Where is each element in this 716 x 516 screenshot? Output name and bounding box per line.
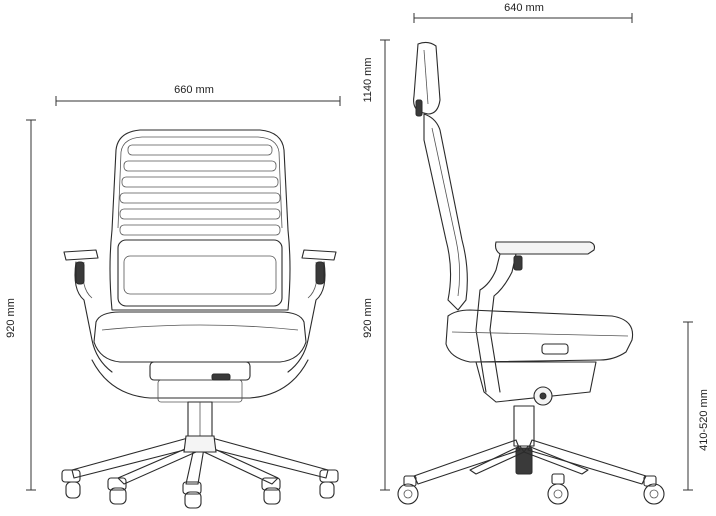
seat-cushion — [93, 311, 307, 363]
side-depth-label: 640 mm — [504, 2, 544, 14]
side-gas-column — [513, 405, 535, 447]
armrest-right — [287, 249, 337, 373]
backrest-frame — [109, 129, 291, 311]
armrest-left — [63, 249, 113, 373]
front-width-label: 660 mm — [174, 84, 214, 96]
side-height-headrest-label: 1140 mm — [362, 57, 374, 102]
headrest — [413, 41, 441, 115]
side-armrest — [475, 241, 596, 393]
side-seat — [445, 309, 634, 363]
dimension-seat-height: 410-520 mm — [683, 321, 710, 491]
casters-side — [397, 473, 665, 505]
dimension-side-depth: 640 mm — [413, 2, 633, 23]
five-star-base — [71, 435, 329, 485]
chair-front-view — [61, 129, 339, 509]
side-backrest — [423, 113, 468, 311]
side-base — [413, 439, 647, 485]
backrest-slats — [119, 144, 281, 236]
seat-mechanism — [149, 361, 251, 381]
dimension-front-width: 660 mm — [55, 84, 341, 106]
dimension-front-height: 920 mm — [5, 119, 36, 491]
front-height-label: 920 mm — [5, 298, 17, 338]
seat-height-label: 410-520 mm — [698, 389, 710, 451]
lumbar-panel — [117, 239, 283, 307]
casters-front — [61, 469, 339, 509]
dimension-side-height-headrest: 1140 mm 920 mm — [362, 39, 390, 491]
side-height-label: 920 mm — [362, 298, 374, 338]
chair-side-view — [397, 41, 665, 505]
